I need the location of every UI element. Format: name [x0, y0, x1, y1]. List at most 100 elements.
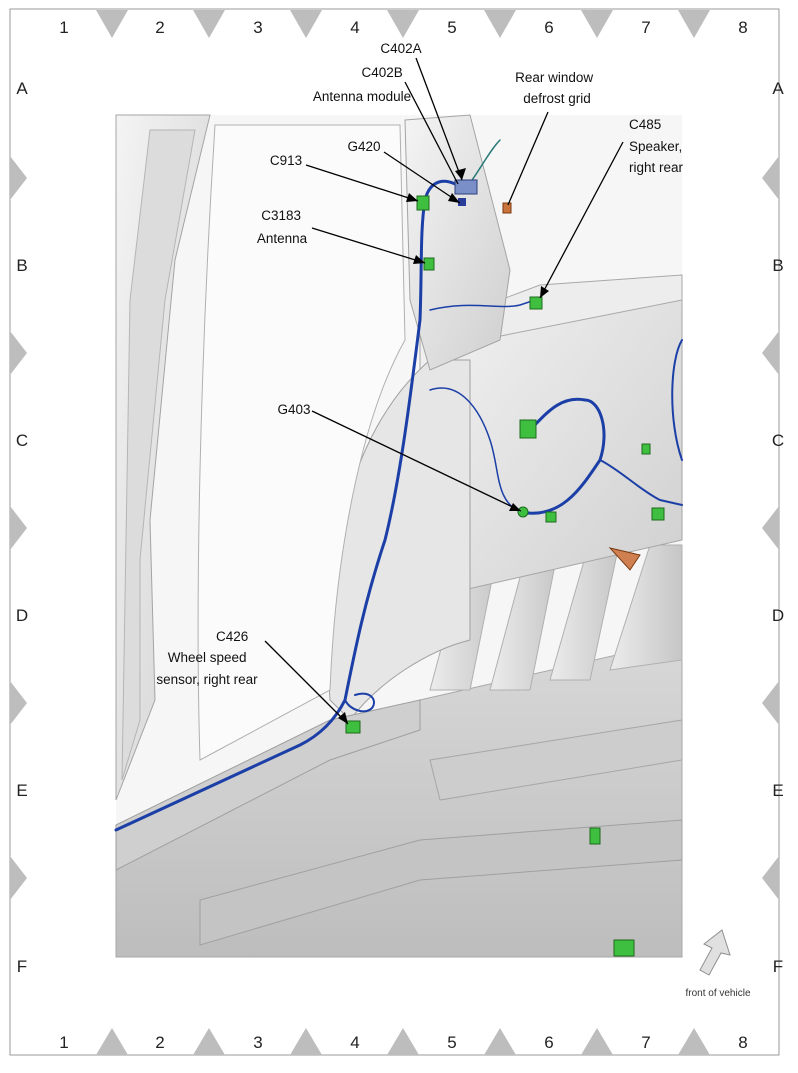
grid-marker-bottom [290, 1028, 322, 1055]
leader-c485 [539, 141, 624, 299]
arrow-g420 [448, 193, 460, 203]
grid-marker-top [678, 10, 710, 38]
connector-g403 [517, 506, 529, 518]
connector-rear [519, 419, 537, 439]
grid-marker-left [10, 856, 27, 900]
label-g403: G403 [277, 402, 310, 417]
callout-labels: C402A C402B Antenna module Rear window d… [156, 41, 686, 687]
grid-row-label-right: D [772, 606, 784, 625]
label-c485: C485 Speaker, right rear [629, 117, 686, 175]
b-pillar-inner [121, 129, 196, 781]
leader-g420 [383, 151, 461, 204]
grid-marker-right [762, 156, 779, 200]
leader-c402a [415, 57, 463, 181]
grid-marker-top [96, 10, 128, 38]
leader-lines [264, 57, 624, 725]
harness-rear [518, 397, 606, 515]
grid-row-label-left: D [16, 606, 28, 625]
leader-g403 [311, 410, 522, 512]
arrow-c913 [406, 193, 418, 202]
door-opening [197, 124, 406, 761]
grid-marker-right [762, 681, 779, 725]
arrow-c485 [540, 286, 549, 298]
connector-g420 [458, 198, 466, 206]
grid-marker-bottom [678, 1028, 710, 1055]
label-c913: C913 [270, 153, 302, 168]
vehicle-illustration [115, 114, 683, 958]
connector-c485 [529, 296, 543, 310]
front-arrow-icon [699, 929, 731, 976]
grid-column-label-bottom: 6 [544, 1033, 553, 1052]
arrow-g403 [509, 503, 521, 511]
grid-column-label-bottom: 8 [738, 1033, 747, 1052]
grid-column-label-top: 8 [738, 18, 747, 37]
label-g420: G420 [347, 139, 380, 154]
leader-c402b [404, 81, 459, 185]
grid-marker-right [762, 331, 779, 375]
grid-row-label-right: B [772, 256, 783, 275]
grid-marker-bottom [484, 1028, 516, 1055]
ground-strap [608, 547, 641, 571]
grid-marker-top [387, 10, 419, 38]
grid-marker-top [290, 10, 322, 38]
arrow-c426 [338, 712, 348, 724]
grid-row-label-right: C [772, 431, 784, 450]
grid-column-label-bottom: 7 [641, 1033, 650, 1052]
grid-marker-left [10, 506, 27, 550]
label-rear-defrost: Rear window defrost grid [515, 70, 597, 106]
leader-c3183 [311, 227, 426, 264]
harness-cross [429, 387, 521, 513]
label-c3183: C3183 Antenna [257, 208, 308, 246]
connector-rear-2 [545, 511, 557, 523]
grid-markers [10, 10, 779, 1055]
grid-marker-right [762, 856, 779, 900]
grid-column-label-top: 3 [253, 18, 262, 37]
grid-column-label-top: 7 [641, 18, 650, 37]
harness-speaker [429, 299, 536, 311]
harness-upper-right [671, 339, 683, 461]
grid-row-label-left: A [16, 79, 28, 98]
label-c402a: C402A [380, 41, 421, 56]
grid-column-label-top: 2 [155, 18, 164, 37]
grid-column-label-top: 6 [544, 18, 553, 37]
connector-c426 [345, 720, 361, 734]
grid-marker-right [762, 506, 779, 550]
arrow-c402a [455, 168, 466, 180]
grid-row-label-right: E [772, 781, 783, 800]
grid-marker-bottom [387, 1028, 419, 1055]
front-of-vehicle-label: front of vehicle [685, 988, 750, 999]
grid-column-label-bottom: 1 [59, 1033, 68, 1052]
grid-row-label-left: C [16, 431, 28, 450]
grid-column-label-top: 4 [350, 18, 359, 37]
connector-c402 [454, 179, 478, 195]
grid-row-label-right: A [772, 79, 784, 98]
harness-wheel [344, 692, 375, 713]
connector-floor-2 [613, 939, 635, 957]
orientation-indicator: front of vehicle [685, 929, 751, 999]
grid-column-label-bottom: 5 [447, 1033, 456, 1052]
grid-marker-bottom [581, 1028, 613, 1055]
grid-marker-top [193, 10, 225, 38]
grid-marker-top [484, 10, 516, 38]
grid-column-label-bottom: 2 [155, 1033, 164, 1052]
grid-marker-top [581, 10, 613, 38]
grid-column-label-bottom: 3 [253, 1033, 262, 1052]
grid-row-label-left: E [16, 781, 27, 800]
connector-defrost [502, 202, 512, 214]
grid-row-label-left: F [17, 957, 27, 976]
connectors [345, 179, 665, 957]
connector-floor [589, 827, 601, 845]
leader-c426 [264, 640, 349, 725]
grid-marker-bottom [193, 1028, 225, 1055]
connector-c913 [416, 195, 430, 211]
grid-column-label-top: 1 [59, 18, 68, 37]
arrow-c3183 [413, 255, 425, 264]
grid-column-label-top: 5 [447, 18, 456, 37]
leader-c913 [305, 164, 419, 202]
floor-channel [429, 719, 683, 801]
grid-marker-left [10, 331, 27, 375]
label-c402b: C402B Antenna module [313, 65, 411, 104]
grid-column-label-bottom: 4 [350, 1033, 359, 1052]
